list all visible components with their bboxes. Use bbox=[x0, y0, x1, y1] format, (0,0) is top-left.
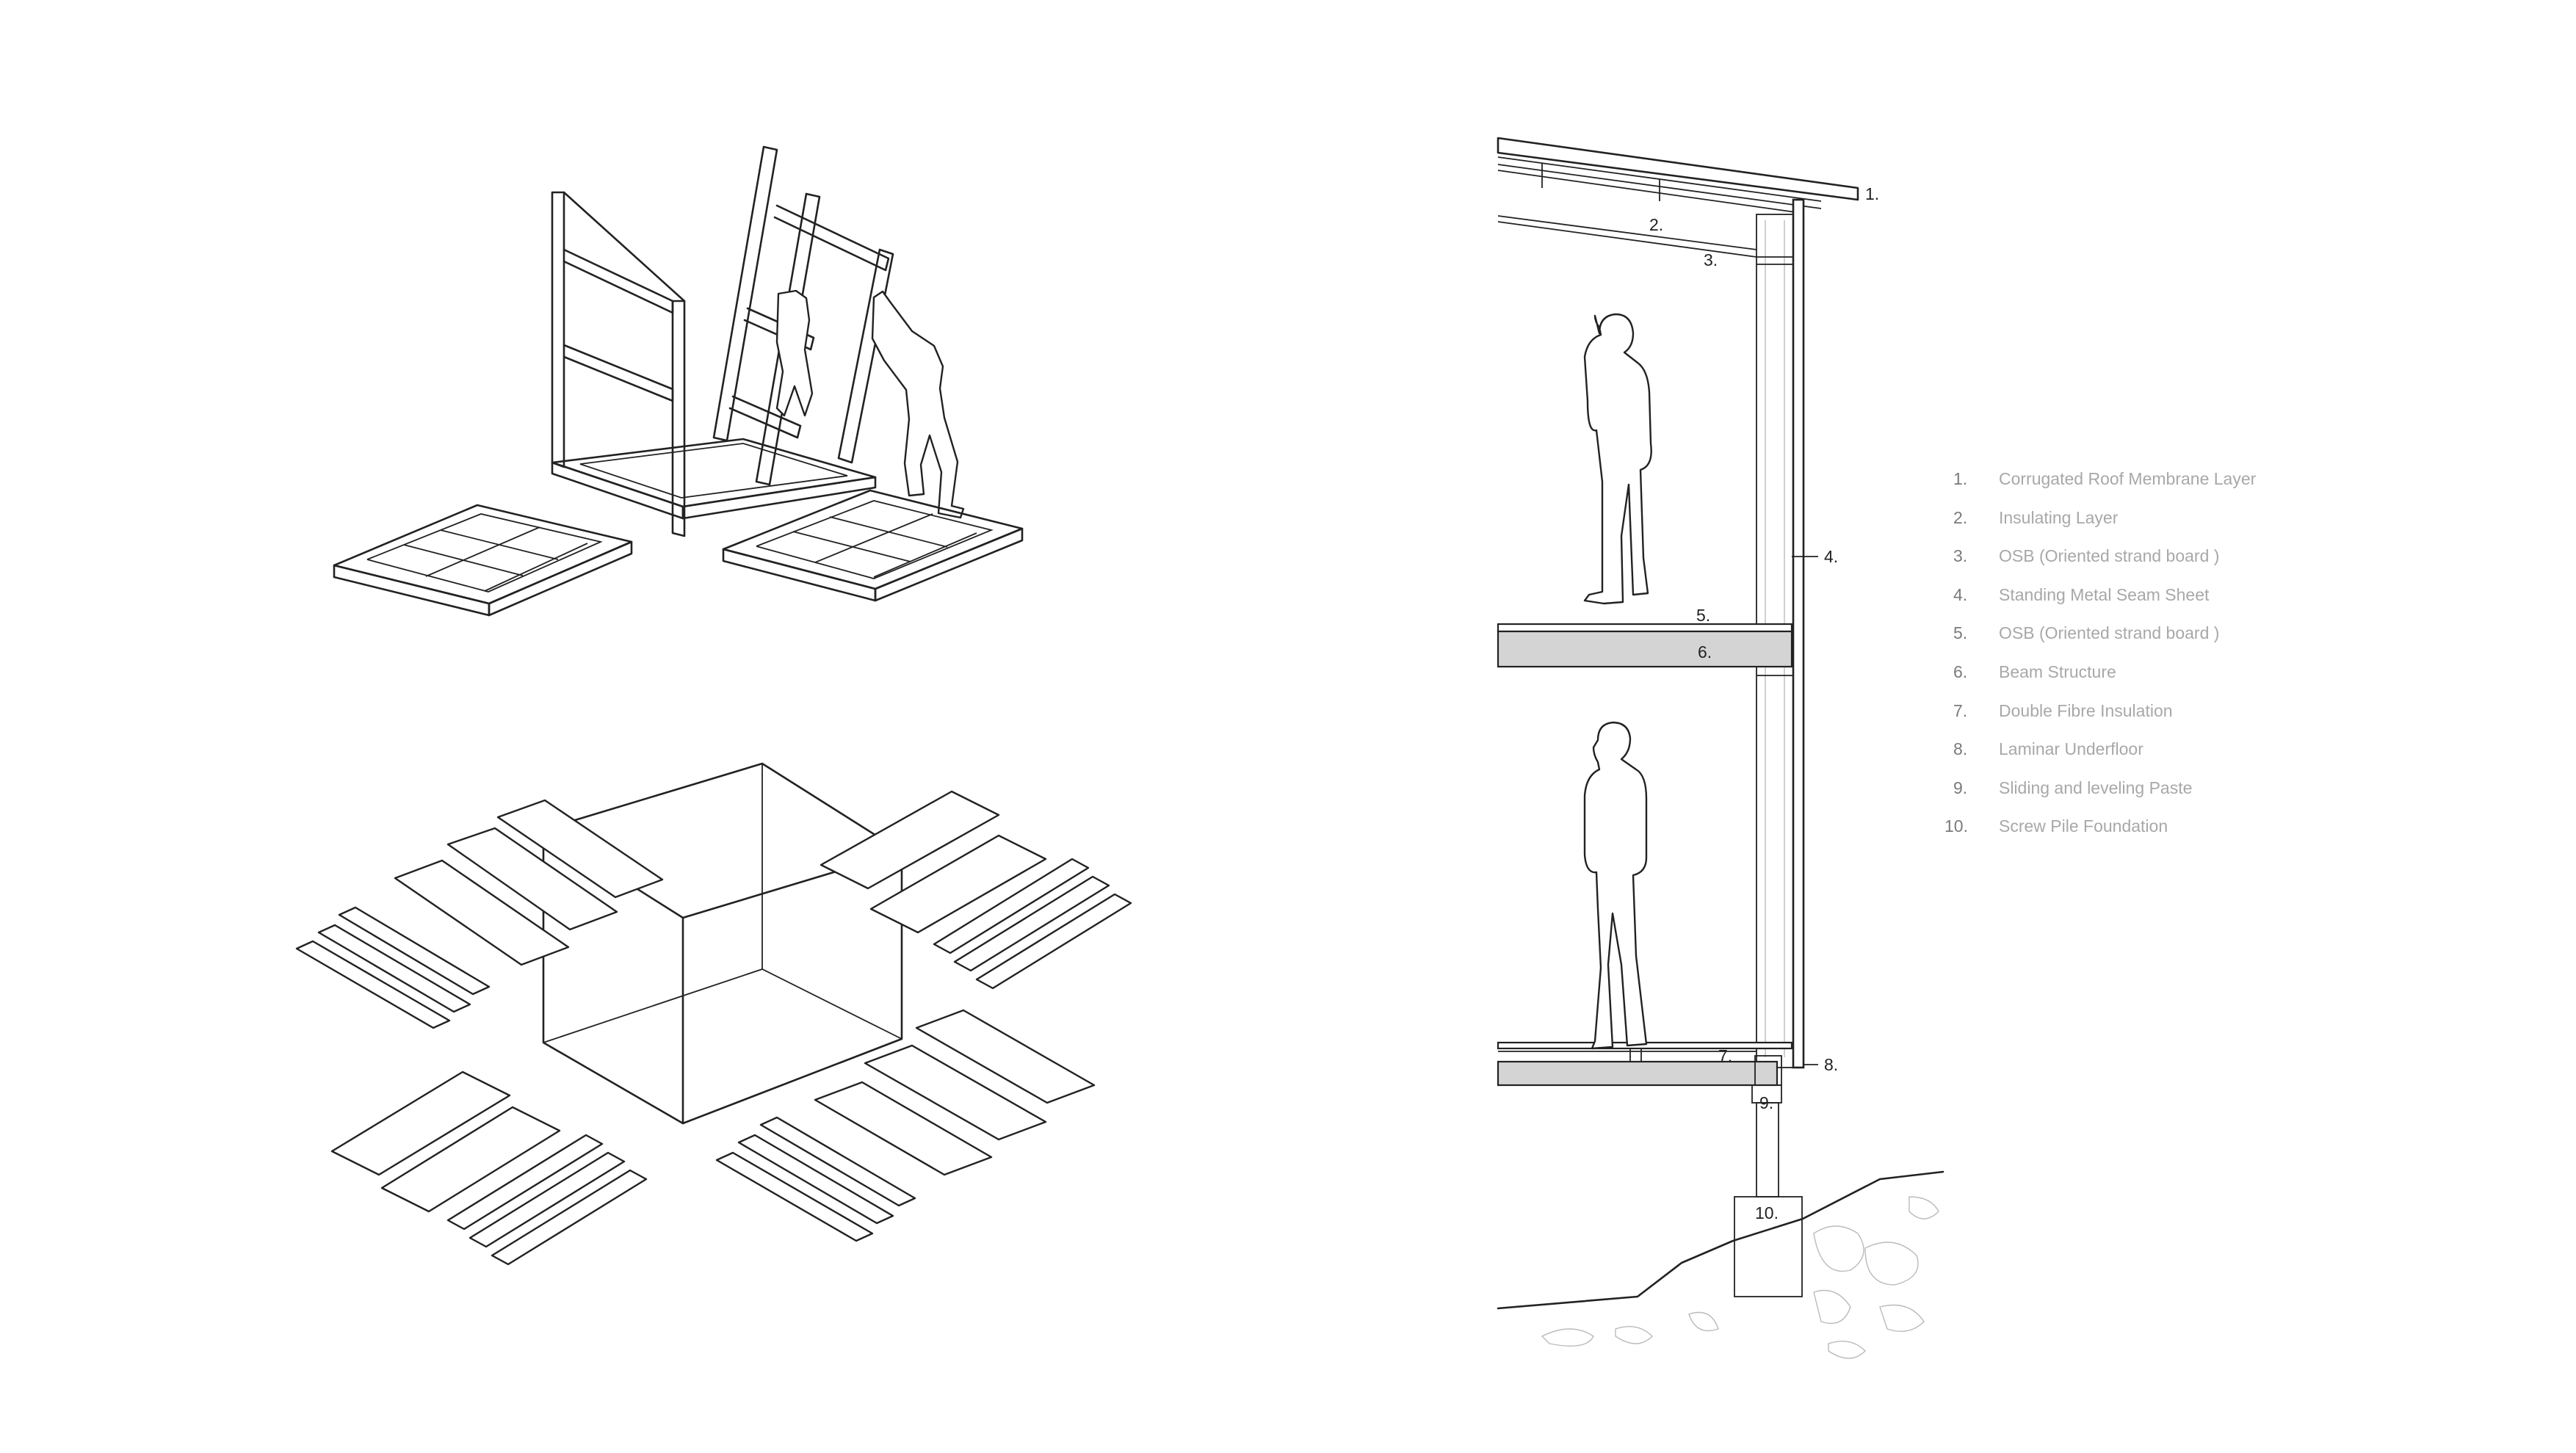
legend-num-5: 5. bbox=[1953, 623, 1967, 642]
callout-1: 1. bbox=[1865, 184, 1879, 203]
legend-text-4: Standing Metal Seam Sheet bbox=[1999, 585, 2210, 604]
person-ground-floor-figure bbox=[1583, 721, 1648, 1050]
legend-num-7: 7. bbox=[1953, 701, 1967, 720]
worker-pushing-figure bbox=[871, 290, 965, 519]
plank-group-lower-left bbox=[330, 1070, 648, 1266]
section-callouts: 1. 2. 3. 4. 5. 6. 7. 8. 9. 10. bbox=[1649, 184, 1879, 1222]
callout-10: 10. bbox=[1755, 1203, 1779, 1222]
callout-4: 4. bbox=[1824, 547, 1838, 566]
legend-num-4: 4. bbox=[1953, 585, 1967, 604]
legend-text-8: Laminar Underfloor bbox=[1999, 739, 2143, 758]
callout-3: 3. bbox=[1704, 250, 1718, 269]
frame-assembly-isometric bbox=[333, 145, 1024, 617]
callout-7: 7. bbox=[1718, 1046, 1732, 1065]
legend-text-3: OSB (Oriented strand board ) bbox=[1999, 546, 2219, 565]
legend-num-6: 6. bbox=[1953, 662, 1967, 681]
plank-group-upper-right bbox=[820, 790, 1132, 990]
legend-text-9: Sliding and leveling Paste bbox=[1999, 778, 2192, 797]
plank-group-upper-left bbox=[295, 799, 664, 1029]
callout-8: 8. bbox=[1824, 1055, 1838, 1074]
legend-num-3: 3. bbox=[1953, 546, 1967, 565]
legend-num-9: 9. bbox=[1953, 778, 1967, 797]
worker-behind-frame-figure bbox=[775, 289, 814, 417]
callout-6: 6. bbox=[1698, 642, 1712, 662]
callout-9: 9. bbox=[1759, 1093, 1773, 1112]
legend-num-8: 8. bbox=[1953, 739, 1967, 758]
legend-num-2: 2. bbox=[1953, 508, 1967, 527]
legend-text-5: OSB (Oriented strand board ) bbox=[1999, 623, 2219, 642]
volume-planks-isometric bbox=[295, 762, 1132, 1266]
legend-num-1: 1. bbox=[1953, 469, 1967, 488]
legend-text-2: Insulating Layer bbox=[1999, 508, 2119, 527]
callout-5: 5. bbox=[1696, 606, 1710, 625]
legend-text-6: Beam Structure bbox=[1999, 662, 2116, 681]
building-section bbox=[1497, 137, 1944, 1359]
callout-2: 2. bbox=[1649, 215, 1663, 234]
legend-text-1: Corrugated Roof Membrane Layer bbox=[1999, 469, 2257, 488]
legend: 1. Corrugated Roof Membrane Layer 2. Ins… bbox=[1944, 469, 2257, 836]
plank-group-lower-right bbox=[715, 1009, 1096, 1242]
legend-num-10: 10. bbox=[1944, 816, 1968, 836]
legend-text-7: Double Fibre Insulation bbox=[1999, 701, 2173, 720]
legend-text-10: Screw Pile Foundation bbox=[1999, 816, 2168, 836]
person-upper-floor-figure bbox=[1583, 313, 1652, 605]
